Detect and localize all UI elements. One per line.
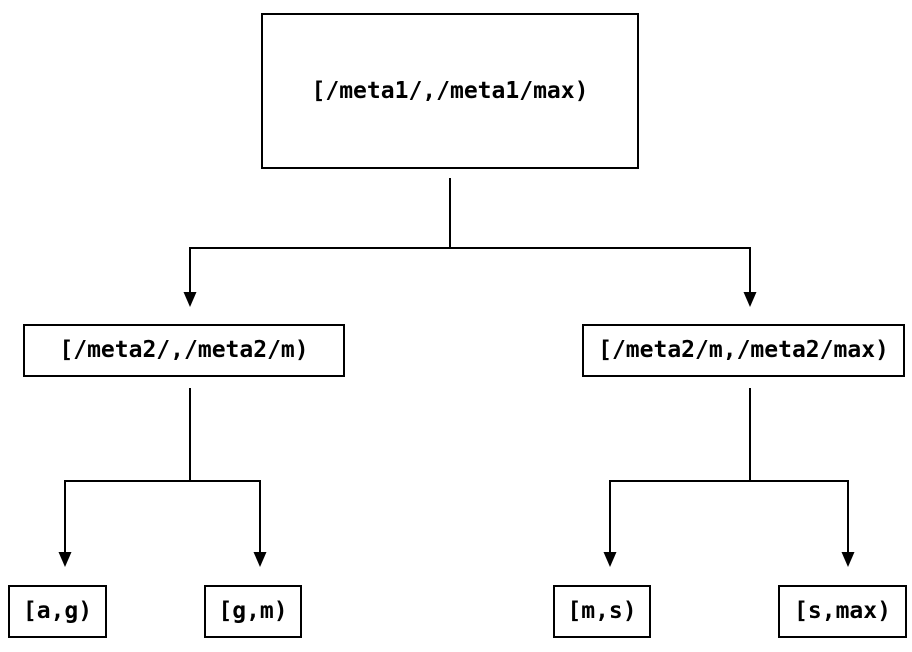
node-leaf-smax: [s,max) xyxy=(778,585,907,638)
node-label: [s,max) xyxy=(794,598,891,624)
arrowhead-l3-smax xyxy=(841,552,855,567)
node-meta2-left-range: [/meta2/,/meta2/m) xyxy=(23,324,345,377)
node-leaf-ms: [m,s) xyxy=(553,585,651,638)
node-leaf-gm: [g,m) xyxy=(204,585,302,638)
node-label: [/meta1/,/meta1/max) xyxy=(311,77,589,104)
arrowhead-l3-ag xyxy=(58,552,72,567)
node-leaf-ag: [a,g) xyxy=(8,585,107,638)
node-label: [g,m) xyxy=(218,598,288,624)
arrowhead-l2-left xyxy=(183,292,197,307)
arrowhead-l3-ms xyxy=(603,552,617,567)
arrowhead-l2-right xyxy=(743,292,757,307)
arrowhead-l3-gm xyxy=(253,552,267,567)
node-label: [m,s) xyxy=(567,598,637,624)
node-root-range: [/meta1/,/meta1/max) xyxy=(261,13,639,169)
node-label: [a,g) xyxy=(22,598,93,624)
node-meta2-right-range: [/meta2/m,/meta2/max) xyxy=(582,324,905,377)
node-label: [/meta2/,/meta2/m) xyxy=(59,337,309,363)
node-label: [/meta2/m,/meta2/max) xyxy=(598,337,889,363)
